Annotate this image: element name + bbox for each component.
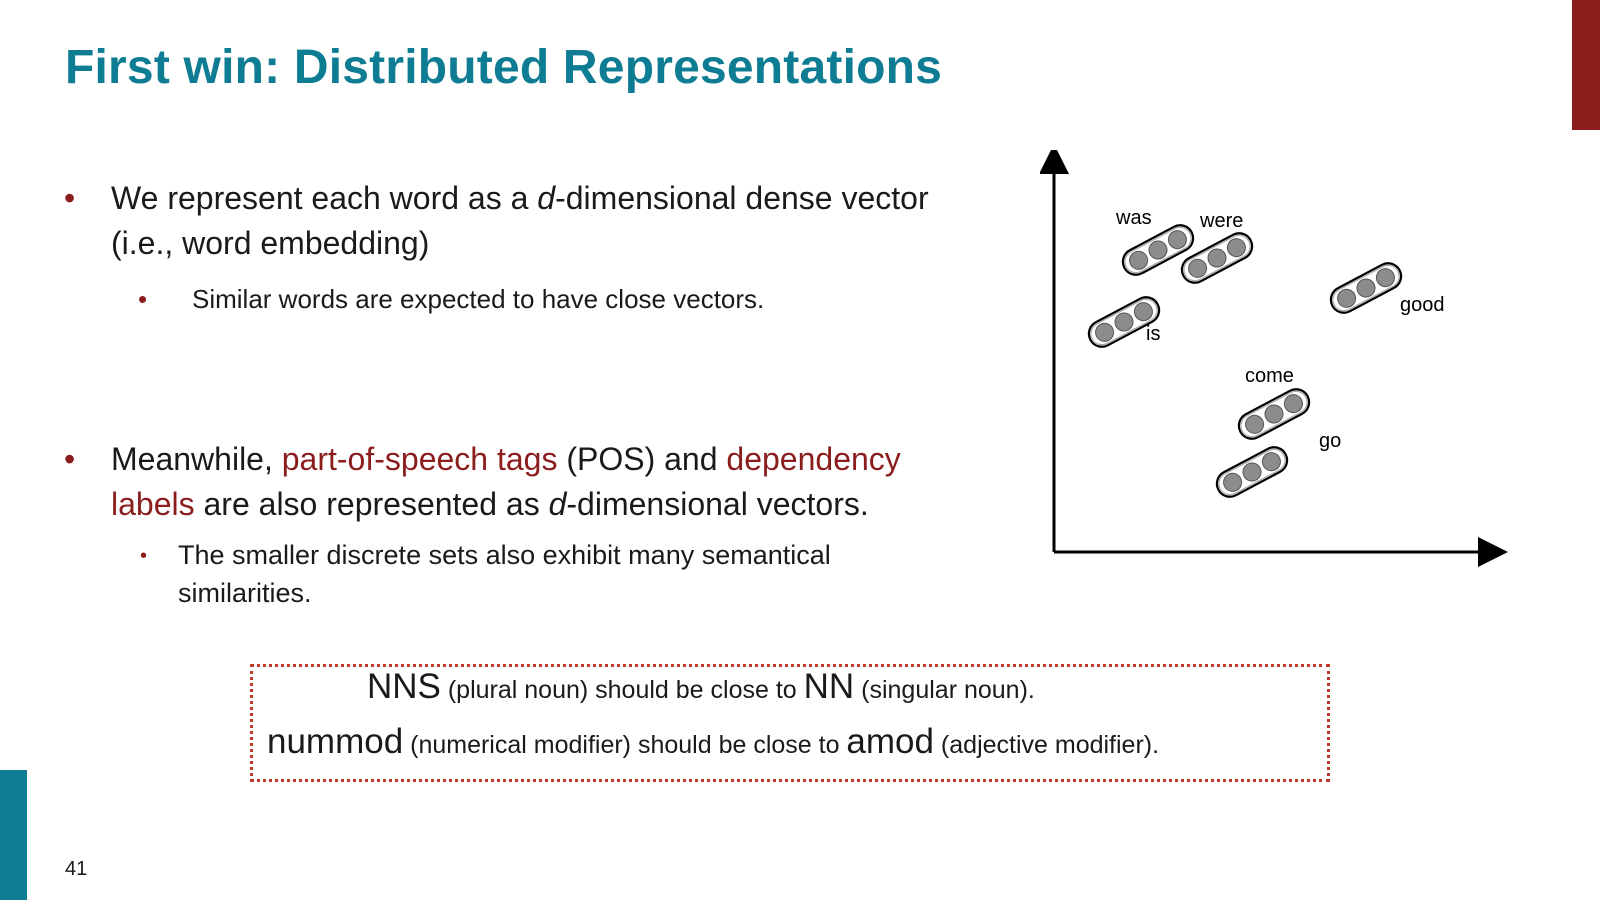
sub-bullet-dot: • [140, 545, 148, 567]
word-label-go: go [1319, 430, 1341, 452]
word-label-come: come [1245, 365, 1294, 387]
vector-were [1180, 232, 1254, 284]
sub-bullet-dot: • [138, 284, 148, 314]
sub-bullet-2-line-2: similarities. [178, 578, 312, 608]
embedding-plot: was were is good come go [1040, 150, 1508, 567]
word-label-was: was [1115, 207, 1152, 229]
bullet-1-line-1: We represent each word as a d-dimensiona… [111, 180, 929, 216]
vector-come [1237, 388, 1311, 440]
callout-line-2: nummod (numerical modifier) should be cl… [267, 722, 1160, 761]
bullet-dot: • [64, 441, 76, 477]
slide-title: First win: Distributed Representations [65, 41, 943, 94]
vector-good [1329, 262, 1403, 314]
examples-callout: NNS (plural noun) should be close to NN … [250, 664, 1330, 782]
bullet-2-line-1: Meanwhile, part-of-speech tags (POS) and… [111, 441, 901, 477]
sub-bullet-1: Similar words are expected to have close… [192, 284, 765, 314]
vector-was [1121, 224, 1195, 276]
bullet-1-line-2: (i.e., word embedding) [111, 225, 430, 261]
word-label-good: good [1400, 294, 1445, 316]
left-accent-bar [0, 770, 27, 900]
sub-bullet-2-line-1: The smaller discrete sets also exhibit m… [178, 540, 831, 570]
bullet-dot: • [64, 180, 76, 216]
page-number: 41 [65, 858, 88, 880]
vector-is [1087, 296, 1161, 348]
right-accent-bar [1572, 0, 1600, 130]
callout-line-1: NNS (plural noun) should be close to NN … [367, 667, 1035, 706]
word-label-is: is [1146, 323, 1160, 345]
vector-go [1215, 446, 1289, 498]
word-label-were: were [1199, 210, 1243, 232]
bullet-2-line-2: labels are also represented as d-dimensi… [111, 486, 869, 522]
